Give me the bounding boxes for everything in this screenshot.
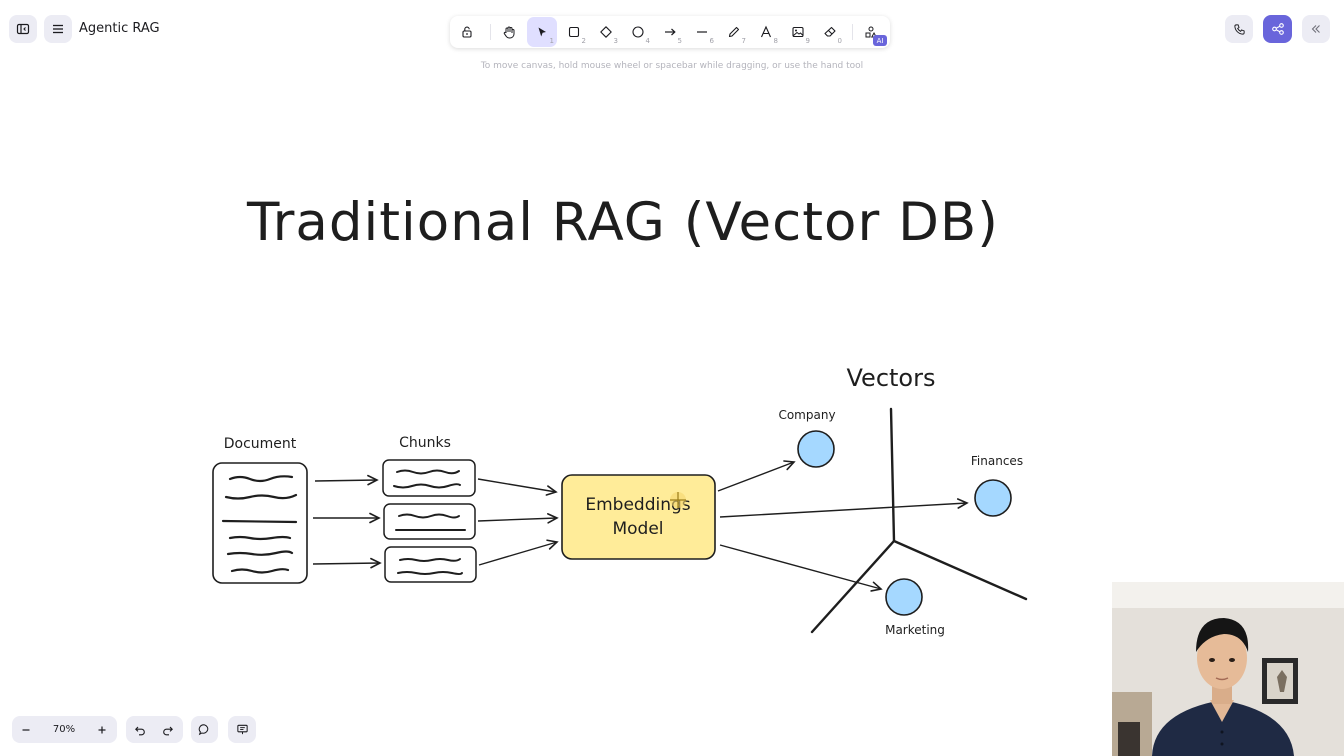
zoom-in-button[interactable] (88, 716, 116, 743)
phone-icon (1233, 23, 1245, 35)
chunk-box (384, 546, 477, 583)
tool-image[interactable]: 9 (783, 17, 813, 47)
tool-shortcut: 3 (613, 37, 618, 45)
double-chevron-left-icon (1311, 25, 1320, 33)
tool-shortcut: 0 (837, 37, 842, 45)
finances-label: Finances (971, 454, 1023, 468)
tool-text[interactable]: 8 (751, 17, 781, 47)
chunk-box (383, 503, 476, 540)
redo-icon (163, 726, 173, 735)
minus-icon (22, 728, 30, 731)
chunks-label: Chunks (399, 435, 451, 451)
chunk-box (382, 459, 476, 497)
doc-to-chunk-arrow (312, 557, 382, 569)
presentation-button[interactable] (228, 716, 256, 743)
zoom-level[interactable]: 70% (52, 724, 76, 735)
company-vector-point (797, 430, 835, 468)
move-cursor-icon (670, 492, 686, 508)
share-icon (1271, 23, 1284, 35)
zoom-controls: 70% (12, 716, 117, 743)
hand-icon (503, 26, 515, 39)
tool-hand[interactable] (494, 17, 524, 47)
text-icon (760, 25, 772, 38)
diagram-title: Traditional RAG (Vector DB) (246, 192, 999, 253)
main-menu-button[interactable] (44, 15, 72, 43)
presenter-video-image (1112, 582, 1344, 756)
model-to-vector-arrow (719, 544, 883, 592)
tool-shortcut: 6 (709, 37, 714, 45)
call-button[interactable] (1225, 15, 1253, 43)
presentation-icon (236, 724, 248, 735)
tool-line[interactable]: 6 (687, 17, 717, 47)
tool-shortcut: 4 (645, 37, 650, 45)
document-title[interactable]: Agentic RAG (79, 21, 160, 36)
tool-shortcut: 5 (677, 37, 682, 45)
doc-to-chunk-arrow (314, 474, 379, 486)
redo-button[interactable] (154, 716, 182, 743)
vectors-label: Vectors (847, 364, 936, 392)
webcam-overlay (1112, 582, 1344, 756)
tool-shortcut: 8 (773, 37, 778, 45)
company-label: Company (778, 408, 835, 422)
marketing-vector-point (885, 578, 923, 616)
history-controls (126, 716, 183, 743)
tool-selection[interactable]: 1 (527, 17, 557, 47)
finances-vector-point (974, 479, 1012, 517)
model-to-vector-arrow (717, 460, 796, 492)
plus-icon (98, 726, 106, 733)
sidebar-toggle-button[interactable] (9, 15, 37, 43)
tool-rectangle[interactable]: 2 (559, 17, 589, 47)
embeddings-model-box (561, 474, 716, 560)
tool-eraser[interactable]: 0 (815, 17, 845, 47)
arrow-icon (665, 28, 676, 36)
tool-arrow[interactable]: 5 (655, 17, 685, 47)
chat-bubble-icon (198, 724, 209, 736)
chunk-to-model-arrow (477, 513, 559, 524)
collapse-panel-button[interactable] (1302, 15, 1330, 43)
marketing-label: Marketing (885, 623, 945, 637)
vector-space-axes (810, 407, 1028, 634)
tool-shortcut: 1 (549, 37, 554, 45)
tool-diamond[interactable]: 3 (591, 17, 621, 47)
toolbar-separator (490, 24, 491, 40)
tool-shortcut: 9 (805, 37, 810, 45)
line-icon (697, 31, 707, 33)
eraser-icon (824, 26, 836, 37)
tool-lock[interactable] (452, 17, 482, 47)
tool-ellipse[interactable]: 4 (623, 17, 653, 47)
image-icon (792, 26, 804, 38)
embeddings-model-label-line2: Model (612, 519, 663, 539)
document-shape (212, 462, 308, 584)
chunk-to-model-arrow (477, 478, 558, 496)
draw-icon (728, 26, 740, 38)
share-button[interactable] (1263, 15, 1292, 43)
chunk-to-model-arrow (478, 539, 559, 566)
ellipse-icon (632, 26, 644, 38)
zoom-out-button[interactable] (12, 716, 40, 743)
document-label: Document (224, 436, 297, 452)
comments-button[interactable] (191, 716, 218, 743)
selection-icon (538, 27, 546, 37)
tool-shortcut: 7 (741, 37, 746, 45)
canvas-hint: To move canvas, hold mouse wheel or spac… (480, 61, 864, 71)
undo-icon (135, 726, 145, 735)
rectangle-icon (568, 26, 580, 38)
ai-badge: AI (873, 35, 887, 46)
shape-toolbar: 1 2 3 4 5 6 7 8 (450, 16, 890, 48)
tool-shortcut: 2 (581, 37, 586, 45)
embeddings-model-label-line1: Embeddings (585, 495, 690, 515)
undo-button[interactable] (126, 716, 154, 743)
hamburger-icon (53, 24, 63, 34)
lock-icon (462, 26, 472, 38)
sidebar-icon (16, 23, 30, 35)
model-to-vector-arrow (719, 498, 969, 518)
diamond-icon (600, 26, 612, 38)
tool-draw[interactable]: 7 (719, 17, 749, 47)
toolbar-separator (852, 24, 853, 40)
